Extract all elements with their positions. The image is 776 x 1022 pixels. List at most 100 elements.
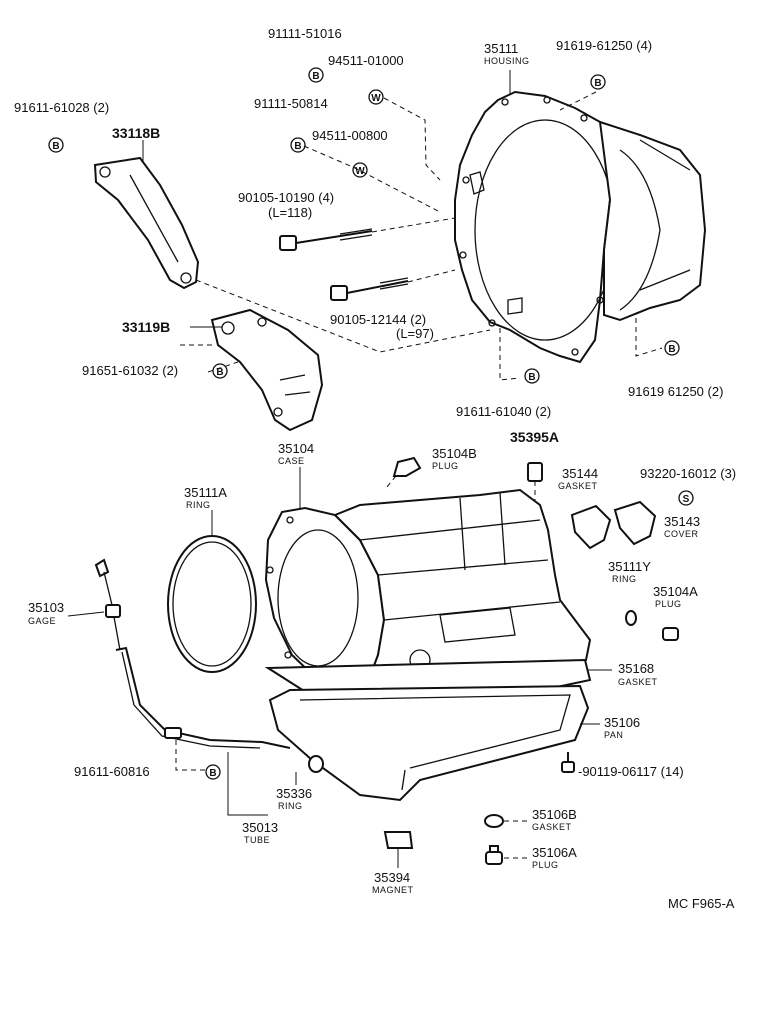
callout-35111-name: HOUSING: [484, 56, 530, 66]
callout-35111y: 35111Y: [608, 559, 651, 574]
leader-33118b: [195, 279, 491, 353]
svg-text:W: W: [371, 93, 381, 104]
magnet-35394[interactable]: [383, 831, 414, 849]
svg-text:B: B: [312, 71, 319, 82]
leader-bolt-12144: [407, 269, 456, 283]
callout-35104b: 35104B: [432, 446, 477, 461]
callout-93220-16012: 93220-16012 (3): [640, 466, 736, 481]
callout-35111a: 35111A: [184, 485, 227, 500]
svg-text:B: B: [209, 768, 216, 779]
callout-35394: 35394: [374, 870, 410, 885]
callout-35394-name: MAGNET: [372, 885, 414, 895]
part-35395a[interactable]: [527, 462, 543, 482]
plug-35106a[interactable]: [485, 845, 503, 865]
svg-text:B: B: [594, 78, 601, 89]
bolt-marker-c12: B: [212, 363, 228, 379]
bolt-marker-c5: B: [48, 137, 64, 153]
svg-text:W: W: [355, 166, 365, 177]
callout-35144-name: GASKET: [558, 481, 598, 491]
callout-35168: 35168: [618, 661, 654, 676]
bolt-marker-c13: B: [664, 340, 680, 356]
callout-33118b: 33118B: [112, 125, 160, 141]
callout-35013: 35013: [242, 820, 278, 835]
bolt-90105-12144[interactable]: [330, 277, 409, 301]
washer-marker-c2: W: [368, 89, 384, 105]
callout-35106b-name: GASKET: [532, 822, 572, 832]
callout-91619-61250-2: 91619 61250 (2): [628, 384, 723, 399]
callout-35104: 35104: [278, 441, 314, 456]
leader-94511-01000: [383, 97, 441, 181]
svg-text:B: B: [528, 372, 535, 383]
callout-35111y-name: RING: [612, 574, 637, 584]
leader-91611-60816: [175, 740, 205, 771]
callout-35111: 35111: [484, 41, 518, 56]
callout-91111-51016: 91111-51016: [268, 26, 342, 41]
bracket-33119b[interactable]: [210, 308, 324, 432]
callout-35143-name: COVER: [664, 529, 699, 539]
callout-35104-name: CASE: [278, 456, 305, 466]
screw-marker-c19: S: [678, 490, 694, 506]
ring-35111y[interactable]: [625, 610, 637, 626]
plug-35104b[interactable]: [392, 456, 422, 477]
callout-35111a-name: RING: [186, 500, 211, 510]
callout-35395a: 35395A: [510, 429, 559, 445]
callout-35104b-name: PLUG: [432, 461, 459, 471]
svg-text:B: B: [668, 344, 675, 355]
callout-35336-name: RING: [278, 801, 303, 811]
callout-90105-12144: 90105-12144 (2): [330, 312, 426, 327]
callout-35336: 35336: [276, 786, 312, 801]
callout-91611-61028: 91611-61028 (2): [14, 100, 109, 115]
callout-35104a: 35104A: [653, 584, 698, 599]
callout-94511-00800: 94511-00800: [312, 128, 388, 143]
housing-35111[interactable]: [454, 90, 707, 364]
callout-35013-name: TUBE: [244, 835, 270, 845]
bolt-marker-c4: B: [590, 74, 606, 90]
case-35104[interactable]: [264, 488, 592, 700]
bolt-90119-06117[interactable]: [561, 752, 575, 773]
bolt-marker-c6: B: [290, 137, 306, 153]
callout-94511-01000: 94511-01000: [328, 53, 404, 68]
callout-35106-name: PAN: [604, 730, 623, 740]
callout-90105-12144-len: (L=97): [396, 326, 434, 341]
plug-35104a[interactable]: [662, 627, 679, 641]
bolt-90105-10190[interactable]: [279, 228, 373, 251]
bolt-marker-c1: B: [308, 67, 324, 83]
svg-text:B: B: [294, 141, 301, 152]
gage-35103[interactable]: [94, 558, 121, 651]
leader-35013: [227, 752, 268, 816]
gasket-35144[interactable]: [570, 504, 612, 550]
callout-35103-name: GAGE: [28, 616, 56, 626]
callout-35168-name: GASKET: [618, 677, 658, 687]
callout-35106: 35106: [604, 715, 640, 730]
leader-35104b: [385, 475, 397, 489]
gasket-35106b[interactable]: [484, 814, 504, 828]
leader-35103: [67, 611, 105, 617]
bolt-marker-c14: B: [524, 368, 540, 384]
callout-91611-60816: 91611-60816: [74, 764, 150, 779]
pan-35106[interactable]: [268, 684, 590, 802]
ring-35111a[interactable]: [167, 535, 257, 673]
callout-35106a-name: PLUG: [532, 860, 559, 870]
callout-91619-61250-4: 91619-61250 (4): [556, 38, 652, 53]
bolt-marker-c27: B: [205, 764, 221, 780]
washer-marker-c8: W: [352, 162, 368, 178]
diagram-code: MC F965-A: [668, 896, 735, 911]
callout-90119-06117: -90119-06117 (14): [578, 764, 684, 779]
svg-text:B: B: [52, 141, 59, 152]
leader-91611-61040: [499, 328, 521, 381]
leader-94511-00800: [303, 145, 441, 213]
cover-35143[interactable]: [613, 500, 657, 546]
bracket-33118b[interactable]: [93, 156, 200, 290]
callout-90105-10190: 90105-10190 (4): [238, 190, 334, 205]
tube-35013[interactable]: [115, 646, 291, 749]
ring-35336[interactable]: [308, 755, 324, 773]
callout-35106a: 35106A: [532, 845, 577, 860]
callout-35104a-name: PLUG: [655, 599, 682, 609]
callout-91111-50814: 91111-50814: [254, 96, 328, 111]
callout-35106b: 35106B: [532, 807, 577, 822]
callout-91611-61040: 91611-61040 (2): [456, 404, 551, 419]
callout-90105-10190-len: (L=118): [268, 205, 312, 220]
leader-91619-4: [559, 91, 597, 111]
leader-bolt-10190: [371, 217, 456, 233]
